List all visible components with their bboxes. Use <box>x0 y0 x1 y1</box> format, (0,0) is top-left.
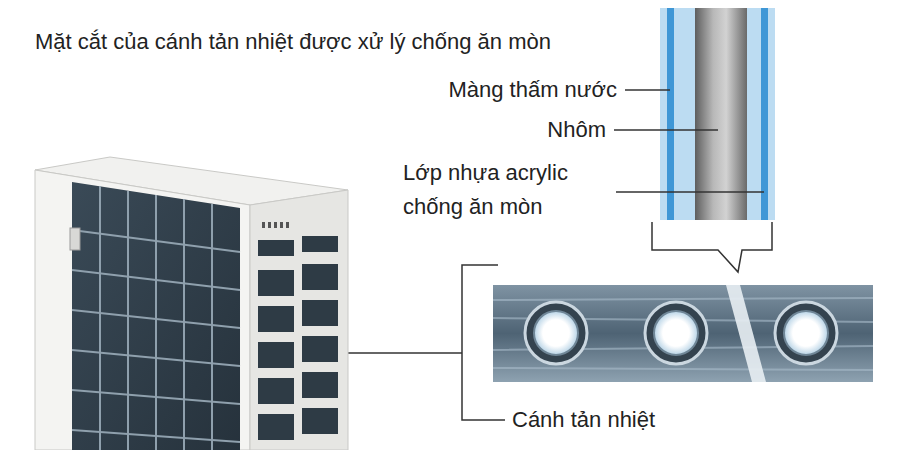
callout-bracket <box>652 222 772 272</box>
fin-photo <box>493 285 873 382</box>
section-title: Mặt cắt của cánh tản nhiệt được xử lý ch… <box>35 25 551 59</box>
part-label: Nhôm <box>547 113 606 147</box>
leader-line <box>616 191 764 193</box>
leader-line <box>462 265 505 420</box>
part-label: Cánh tản nhiệt <box>512 403 655 437</box>
leader-line <box>625 89 670 91</box>
outdoor-unit <box>35 157 348 450</box>
part-label: Lớp nhựa acrylic chống ăn mòn <box>403 156 608 224</box>
leader-line <box>338 352 462 354</box>
cross-section <box>660 8 775 220</box>
leader-line <box>614 129 718 131</box>
part-label: Màng thấm nước <box>448 73 617 107</box>
